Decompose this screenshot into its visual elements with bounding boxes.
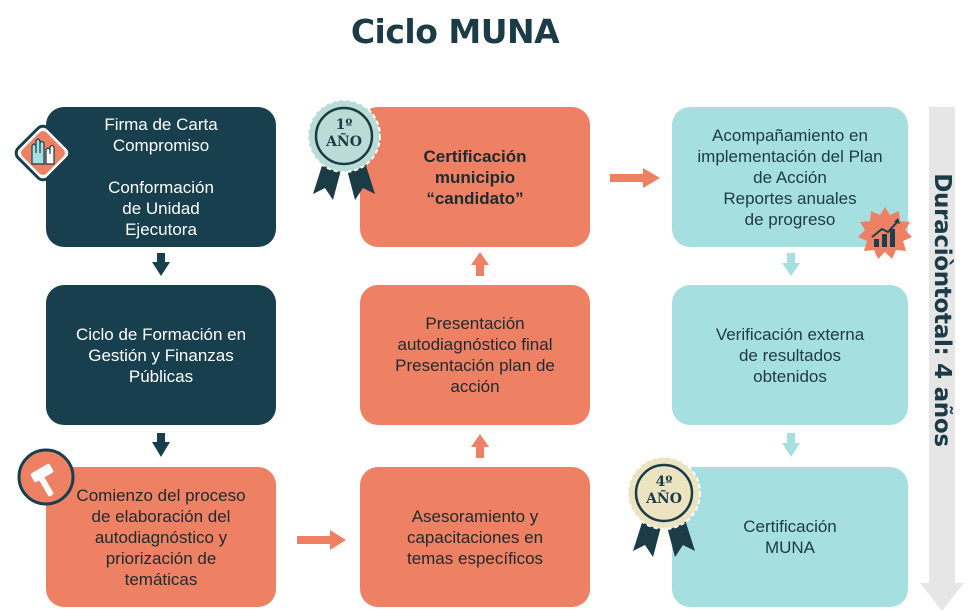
badge-year-number: 4º: [655, 474, 673, 490]
badge-year-number: 1º: [335, 117, 353, 133]
arrow-up-coral: [471, 434, 489, 458]
box-verificacion: Verificación externa de resultados obten…: [672, 285, 908, 425]
box-line: priorización de: [105, 548, 217, 568]
box-line: de resultados: [738, 345, 842, 365]
box-asesoramiento: Asesoramiento y capacitaciones en temas …: [360, 467, 590, 607]
box-line: autodiagnóstico y: [94, 527, 228, 547]
arrow-up-coral: [471, 252, 489, 276]
box-line: Públicas: [128, 366, 194, 386]
box-line: Verificación externa: [715, 324, 865, 344]
box-line: autodiagnóstico final: [397, 335, 553, 354]
arrow-down-dark: [152, 433, 170, 457]
box-line: acción: [450, 377, 500, 396]
box-line: Gestión y Finanzas: [88, 345, 234, 365]
box-line: municipio: [434, 167, 516, 187]
box-line: Presentación: [425, 314, 525, 333]
badge-text: 4º AÑO: [625, 474, 703, 508]
box-line: temáticas: [124, 569, 198, 589]
box-comienzo-proceso: Comienzo del proceso de elaboración del …: [46, 467, 276, 607]
box-line: Presentación plan de: [395, 356, 555, 375]
box-line: de Acción: [753, 167, 827, 187]
arrow-right-coral: [610, 168, 660, 188]
box-line: Ciclo de Formación en: [75, 324, 247, 344]
ribbon-badge-icon: 4º AÑO: [625, 455, 703, 559]
arrow-down-teal: [782, 253, 800, 276]
box-line: Ejecutora: [125, 220, 197, 239]
arrow-down-dark: [152, 253, 170, 276]
arrow-down-teal: [782, 433, 800, 457]
box-line: obtenidos: [753, 366, 827, 386]
box-line: Conformación: [108, 178, 214, 197]
box-line: Firma de Carta: [104, 115, 218, 134]
box-acompanamiento: Acompañamiento en implementación del Pla…: [672, 107, 908, 247]
box-line: MUNA: [764, 538, 816, 557]
box-certificacion-muna: Certificación MUNA: [672, 467, 908, 607]
hammer-icon: [17, 448, 75, 506]
box-line: implementación del Plan: [697, 146, 883, 166]
arrow-right-coral: [297, 530, 346, 550]
box-line: Certificación: [423, 146, 527, 166]
box-ciclo-formacion: Ciclo de Formación en Gestión y Finanzas…: [46, 285, 276, 425]
diagram-title: Ciclo MUNA: [350, 12, 560, 51]
duration-label: Duraciòntotal: 4 años: [929, 173, 955, 447]
box-line: temas específicos: [406, 548, 544, 568]
box-line: Comienzo del proceso: [76, 485, 246, 505]
box-line: de progreso: [744, 209, 836, 229]
badge-year-label: AÑO: [646, 491, 682, 507]
badge-year-label: AÑO: [326, 134, 362, 150]
box-certificacion-candidato: Certificación municipio “candidato”: [360, 107, 590, 247]
box-line: Reportes anuales: [723, 188, 857, 208]
box-firma-carta: Firma de Carta Compromiso Conformación d…: [46, 107, 276, 247]
box-presentacion: Presentación autodiagnóstico final Prese…: [360, 285, 590, 425]
badge-text: 1º AÑO: [305, 117, 383, 151]
ribbon-badge-icon: 1º AÑO: [305, 98, 383, 202]
growth-chart-icon: [856, 205, 914, 263]
box-line: de Unidad: [122, 199, 200, 218]
box-line: Acompañamiento en: [712, 125, 868, 145]
box-line: capacitaciones en: [406, 527, 544, 547]
box-line: de elaboración del: [91, 506, 231, 526]
box-line: Asesoramiento y: [411, 506, 539, 526]
box-line: Compromiso: [112, 136, 210, 155]
hands-raised-icon: [10, 120, 76, 186]
box-line: “candidato”: [426, 188, 524, 208]
box-line: Certificación: [743, 517, 837, 536]
